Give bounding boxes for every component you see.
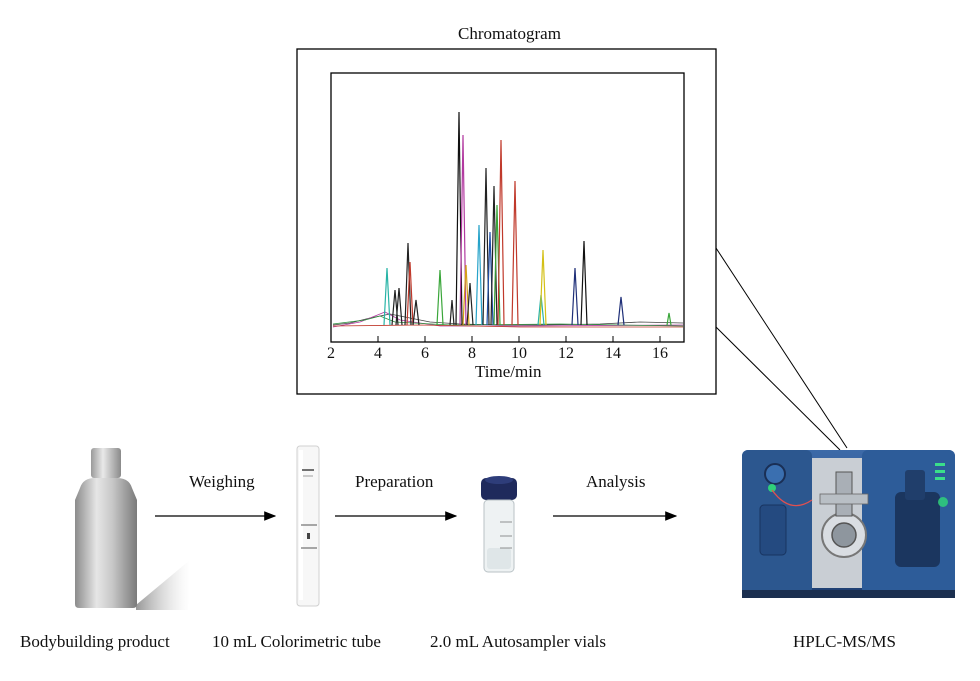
x-tick-label: 8	[468, 345, 476, 362]
chromatogram-baseline	[332, 311, 684, 328]
peak	[511, 180, 519, 326]
x-tick-label: 12	[558, 345, 574, 362]
x-tick-label: 4	[374, 345, 382, 362]
peak	[482, 167, 490, 326]
peak	[475, 224, 483, 326]
peak	[571, 267, 579, 326]
peak	[459, 134, 467, 326]
x-tick-label: 16	[652, 345, 668, 362]
peak	[539, 249, 547, 326]
item-label-instrument: HPLC-MS/MS	[793, 632, 896, 651]
peak	[395, 287, 403, 326]
autosampler-vial-icon	[481, 476, 517, 573]
chromatogram-frame	[296, 48, 717, 395]
x-axis-label: Time/min	[475, 362, 542, 381]
item-label-tube: 10 mL Colorimetric tube	[212, 632, 381, 651]
x-tick-label: 6	[421, 345, 429, 362]
bottle-icon	[75, 448, 190, 610]
x-axis-ticks	[330, 336, 661, 342]
item-label-vial: 2.0 mL Autosampler vials	[430, 632, 606, 651]
peak	[436, 269, 444, 326]
peak	[412, 299, 420, 326]
colorimetric-tube-icon	[296, 445, 320, 607]
peak	[404, 242, 412, 326]
peak	[497, 139, 505, 326]
step-label-weighing: Weighing	[189, 472, 255, 491]
hplc-instrument-icon	[742, 450, 955, 598]
peak	[490, 185, 498, 326]
peak	[580, 240, 588, 326]
peak	[617, 296, 625, 326]
step-label-analysis: Analysis	[586, 472, 646, 491]
peak	[449, 299, 455, 326]
callout-line-bottom	[715, 326, 841, 451]
x-tick-label: 2	[327, 345, 335, 362]
x-tick-label: 14	[605, 345, 621, 362]
peak	[406, 261, 414, 326]
chromatogram-peaks	[383, 111, 672, 326]
x-tick-label: 10	[511, 345, 527, 362]
chromatogram-plot-area	[330, 72, 685, 343]
chromatogram-title: Chromatogram	[458, 24, 561, 43]
step-label-preparation: Preparation	[355, 472, 434, 491]
callout-line-top	[715, 247, 848, 449]
item-label-product: Bodybuilding product	[20, 632, 170, 651]
peak	[466, 282, 474, 326]
peak	[666, 312, 672, 326]
peak	[383, 267, 391, 326]
